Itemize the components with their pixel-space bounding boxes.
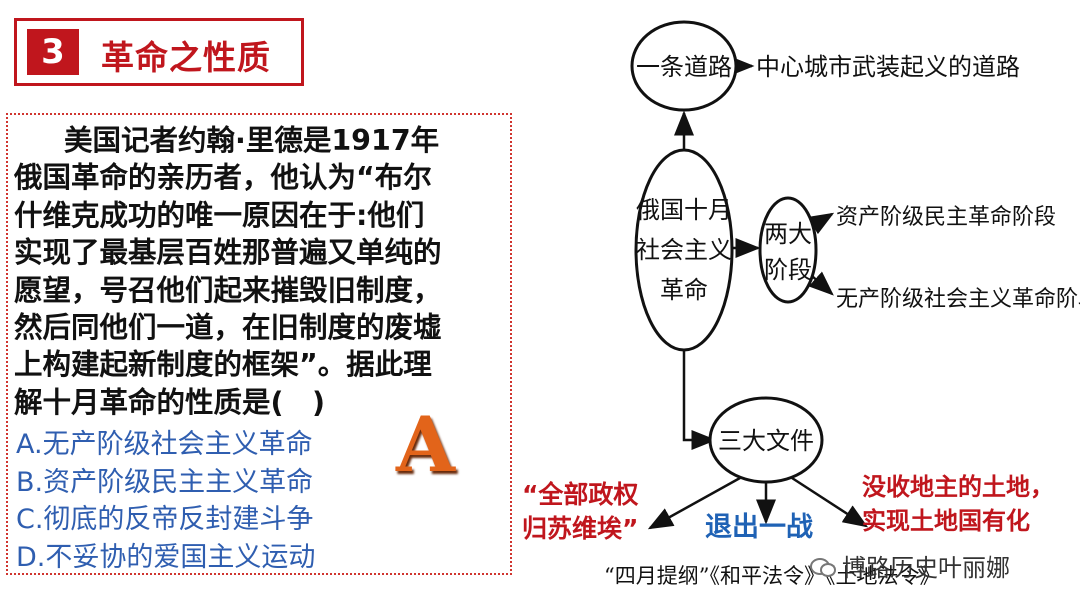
node-one-road-label: 一条道路 [636,53,732,81]
answer-options: A.无产阶级社会主义革命 B.资产阶级民主主义革命 C.彻底的反帝反封建斗争 D… [16,426,315,576]
center-label-line: 社会主义 [636,236,732,264]
middle-blue-label: 退出一战 [705,512,813,543]
watermark: 博路历史叶丽娜 [810,548,1010,583]
three-documents-label: 三大文件 [718,427,814,455]
node-one-road [630,20,738,112]
arrow-stage-1 [807,212,835,235]
stage-1-label: 资产阶级民主革命阶段 [836,205,1056,230]
section-title: 革命之性质 [101,38,271,77]
option-a: A.无产阶级社会主义革命 [16,429,313,460]
arrow-center-to-docs [682,345,717,450]
question-line: 俄国革命的亲历者，他认为“布尔 [14,161,432,195]
option-c: C.彻底的反帝反封建斗争 [16,504,314,536]
question-border [6,113,512,575]
node-three-documents [708,396,824,484]
option-b: B.资产阶级民主主义革命 [16,466,314,498]
arrow-docs-right [791,476,869,528]
documents-list: “四月提纲”《和平法令》《土地法令》 [604,564,941,588]
arrow-docs-left [647,476,741,530]
arrow-stage-2 [808,271,834,296]
question-line: 上构建起新制度的框架”。据此理 [14,348,432,382]
wechat-icon [810,555,836,577]
right-red-line: 实现土地国有化 [862,507,1030,535]
center-label-line: 俄国十月 [636,196,732,224]
right-red-label: 没收地主的土地， 实现土地国有化 [862,470,1054,538]
stage-2-label: 无产阶级社会主义革命阶段 [836,287,1080,312]
question-line: 愿望，号召他们起来摧毁旧制度， [14,273,442,307]
left-red-label: “全部政权 归苏维埃” [522,478,638,546]
option-d: D.不妥协的爱国主义运动 [16,541,316,573]
question-text: 美国记者约翰·里德是1917年 俄国革命的亲历者，他认为“布尔 什维克成功的唯一… [14,122,504,421]
one-road-result: 中心城市武装起义的道路 [756,53,1020,81]
right-red-line: 没收地主的土地， [862,473,1054,501]
question-line: 实现了最基层百姓那普遍又单纯的 [14,236,442,270]
node-two-stages [758,196,818,304]
left-red-line: 归苏维埃” [522,514,639,543]
answer-mark: A [396,400,455,489]
question-line: 解十月革命的性质是( ) [14,385,326,419]
section-title-box: 3 革命之性质 [14,18,304,86]
question-line: 美国记者约翰·里德是1917年 [64,124,440,157]
section-number: 3 [27,29,79,75]
watermark-text: 博路历史叶丽娜 [842,554,1010,582]
stages-label-line: 两大 [764,220,812,248]
node-october-revolution [634,148,734,352]
center-label-line: 革命 [660,276,708,304]
question-line: 然后同他们一道，在旧制度的废墟 [14,311,442,345]
stages-label-line: 阶段 [764,256,812,284]
question-line: 什维克成功的唯一原因在于:他们 [14,198,425,232]
left-red-line: “全部政权 [522,480,639,509]
